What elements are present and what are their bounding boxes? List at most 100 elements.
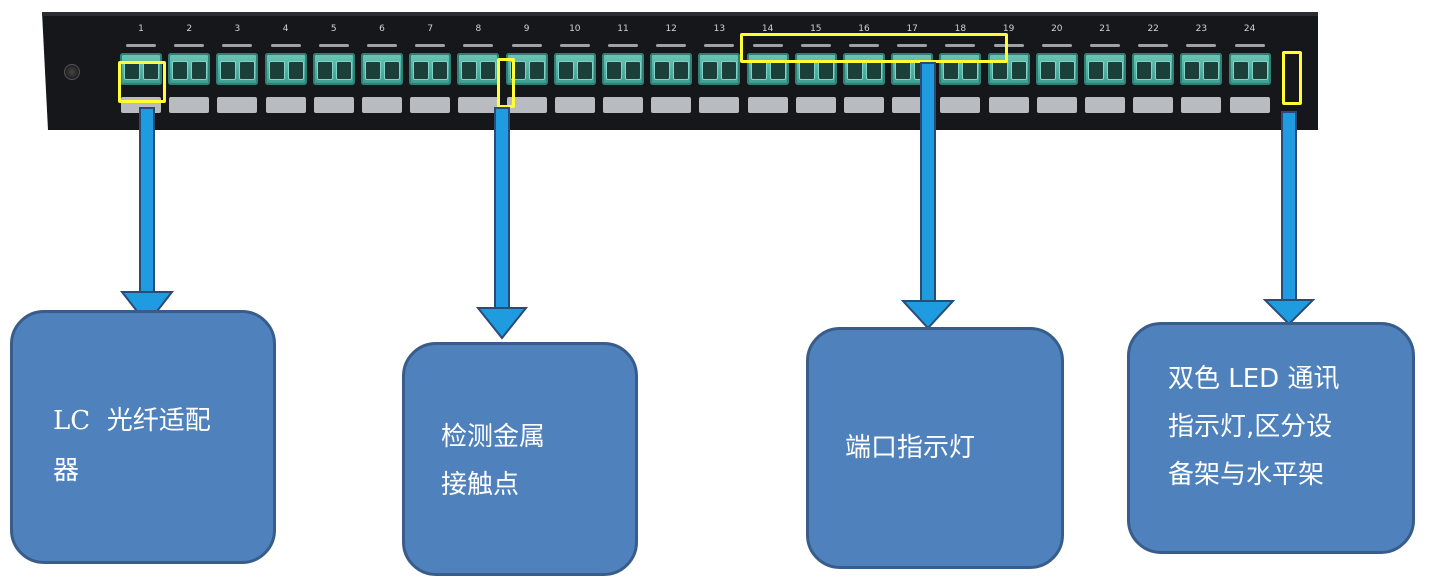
callout-detect-contact-line-2: 接触点 [441, 470, 520, 500]
callout-port-indicator: 端口指示灯 [806, 327, 1064, 569]
lc-adapter-port-8 [457, 53, 500, 85]
lc-adapter-port-23 [1180, 53, 1223, 85]
lc-adapter-port-13 [698, 53, 741, 85]
fiber-socket-19-2 [1010, 61, 1027, 80]
fiber-socket-21-1 [1088, 61, 1104, 80]
fiber-socket-5-1 [316, 61, 333, 80]
port-led-14 [752, 44, 783, 47]
fiber-socket-6-2 [384, 61, 400, 80]
fiber-socket-9-2 [528, 61, 545, 80]
label-plate-15 [795, 97, 836, 113]
arrow-dual-led [1262, 111, 1316, 326]
highlight-dual-led [1282, 51, 1302, 105]
label-plate-18 [940, 97, 981, 113]
fiber-socket-10-1 [557, 61, 574, 80]
callout-lc-adapter-line-2: 器 [53, 456, 80, 486]
fiber-socket-2-1 [172, 61, 189, 80]
label-plate-14 [747, 97, 788, 113]
lc-adapter-port-21 [1084, 53, 1126, 85]
fiber-socket-18-2 [962, 61, 979, 80]
fiber-socket-23-1 [1184, 61, 1201, 80]
port-led-1 [126, 44, 156, 47]
callout-lc-adapter: LC 光纤适配 器 [10, 310, 276, 564]
label-plate-6 [362, 97, 402, 113]
port-number-4: 4 [282, 24, 289, 34]
label-plate-12 [651, 97, 692, 113]
fiber-socket-10-2 [576, 61, 593, 80]
label-plate-24 [1229, 97, 1270, 113]
fiber-socket-18-1 [943, 61, 960, 80]
fiber-socket-24-1 [1232, 61, 1249, 80]
lc-adapter-port-5 [312, 53, 355, 85]
port-led-6 [367, 44, 397, 47]
highlight-lc-adapter [118, 61, 166, 103]
port-led-7 [415, 44, 446, 47]
label-plate-19 [988, 97, 1029, 113]
lc-adapter-port-16 [843, 53, 885, 85]
label-plate-10 [554, 97, 595, 113]
lc-adapter-port-22 [1132, 53, 1175, 85]
lc-adapter-port-1 [120, 53, 162, 85]
port-led-10 [559, 44, 590, 47]
callout-port-indicator-line-1: 端口指示灯 [845, 433, 976, 463]
fiber-socket-3-2 [239, 61, 256, 80]
lc-adapter-port-15 [794, 53, 837, 85]
fiber-socket-12-2 [673, 61, 690, 80]
lc-adapter-port-12 [650, 53, 693, 85]
fiber-socket-22-1 [1136, 61, 1153, 80]
port-number-7: 7 [427, 24, 434, 34]
lc-adapter-port-11 [602, 53, 644, 85]
callout-lc-adapter-line-1: LC 光纤适配 [53, 406, 211, 436]
port-number-13: 13 [713, 24, 726, 34]
label-plate-9 [506, 97, 547, 113]
fiber-socket-13-1 [702, 61, 719, 80]
lc-adapter-port-24 [1228, 53, 1271, 85]
label-plate-11 [603, 97, 643, 113]
callout-detect-contact: 检测金属 接触点 [402, 342, 638, 576]
lc-adapter-port-7 [409, 53, 452, 85]
port-number-24: 24 [1243, 24, 1256, 34]
port-number-9: 9 [523, 24, 530, 34]
callout-dual-led: 双色 LED 通讯 指示灯,区分设 备架与水平架 [1127, 322, 1415, 554]
port-number-15: 15 [810, 24, 822, 34]
lc-adapter-port-6 [361, 53, 403, 85]
port-led-11 [608, 44, 638, 47]
fiber-socket-20-2 [1058, 61, 1075, 80]
label-plate-16 [844, 97, 884, 113]
fiber-socket-7-1 [413, 61, 430, 80]
fiber-socket-8-2 [480, 61, 497, 80]
port-led-24 [1234, 44, 1265, 47]
port-number-11: 11 [617, 24, 629, 34]
port-led-8 [463, 44, 494, 47]
port-number-6: 6 [379, 24, 385, 34]
fiber-socket-7-2 [432, 61, 449, 80]
label-plate-8 [458, 97, 499, 113]
port-led-4 [270, 44, 301, 47]
label-plate-7 [410, 97, 451, 113]
fiber-socket-2-2 [191, 61, 208, 80]
fiber-socket-13-2 [721, 61, 738, 80]
fiber-socket-4-1 [268, 61, 285, 80]
callout-dual-led-line-2: 指示灯,区分设 [1168, 412, 1333, 442]
fiber-socket-17-2 [914, 61, 931, 80]
label-plate-23 [1181, 97, 1222, 113]
lc-adapter-port-2 [168, 53, 211, 85]
label-plate-17 [892, 97, 933, 113]
fiber-socket-23-2 [1203, 61, 1220, 80]
fiber-socket-8-1 [461, 61, 478, 80]
arrow-lc-adapter [119, 107, 175, 326]
fiber-socket-5-2 [335, 61, 352, 80]
lc-adapter-port-19 [987, 53, 1030, 85]
port-led-5 [318, 44, 349, 47]
port-number-22: 22 [1147, 24, 1159, 34]
fiber-socket-15-2 [817, 61, 834, 80]
fiber-socket-21-2 [1107, 61, 1123, 80]
label-plate-2 [169, 97, 210, 113]
port-number-17: 17 [906, 24, 918, 34]
port-number-21: 21 [1099, 24, 1111, 34]
fiber-socket-14-1 [750, 61, 767, 80]
port-led-12 [656, 44, 687, 47]
port-number-10: 10 [569, 24, 581, 34]
port-number-14: 14 [761, 24, 774, 34]
